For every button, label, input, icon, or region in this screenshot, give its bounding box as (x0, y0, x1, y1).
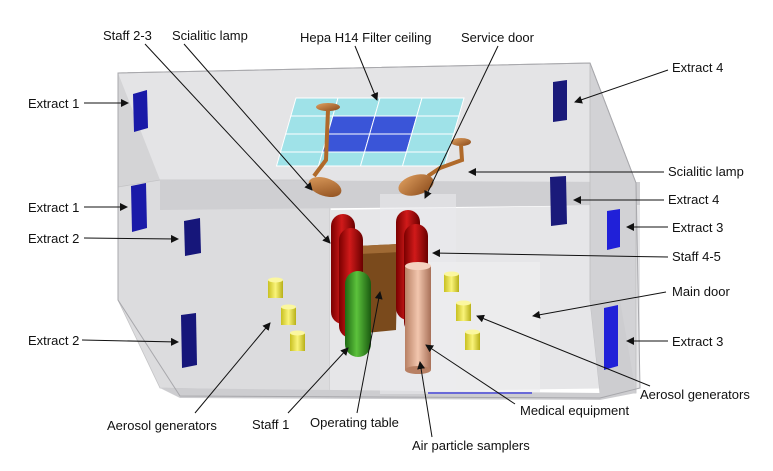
label-extract-3-mid: Extract 3 (672, 220, 724, 235)
arrow-service-door (424, 45, 499, 199)
arrow-staff-1 (287, 347, 349, 414)
extract-2-upper-vent (184, 218, 201, 256)
label-extract-1-top: Extract 1 (28, 96, 80, 111)
label-staff-2-3: Staff 2-3 (103, 28, 152, 43)
staff-1 (345, 271, 371, 357)
label-extract-4-top: Extract 4 (672, 60, 724, 75)
aerosol-generators-right (444, 271, 480, 350)
arrow-staff-4-5 (432, 249, 669, 258)
label-air-particle-samplers: Air particle samplers (412, 438, 530, 453)
extract-1-upper-vent (133, 90, 148, 132)
arrow-staff-2-3 (144, 43, 331, 244)
label-staff-1: Staff 1 (252, 417, 290, 432)
arrow-medical-equipment (425, 344, 516, 405)
arrow-extract-2-mid (83, 234, 179, 243)
label-staff-4-5: Staff 4-5 (672, 249, 721, 264)
annotation-arrows (81, 43, 669, 438)
arrow-operating-table (356, 291, 383, 414)
label-scialitic-lamp-right: Scialitic lamp (668, 164, 744, 179)
label-extract-2-mid: Extract 2 (28, 231, 80, 246)
extract-4-lower-vent (550, 176, 567, 226)
extract-3-lower-vent (604, 305, 618, 370)
extract-1-lower-vent (131, 183, 147, 232)
label-main-door: Main door (672, 284, 730, 299)
medical-equipment (405, 262, 431, 374)
label-extract-1-mid: Extract 1 (28, 200, 80, 215)
label-aerosol-generators-left: Aerosol generators (107, 418, 217, 433)
scialitic-lamp-left (308, 103, 342, 198)
arrow-hepa-ceiling (354, 45, 379, 101)
label-operating-table: Operating table (310, 415, 399, 430)
arrow-air-particle-samplers (417, 361, 433, 438)
arrow-extract-2-bot (81, 337, 179, 346)
arrow-extract-4-top (574, 69, 669, 104)
arrow-main-door (532, 291, 667, 319)
extract-vents (131, 80, 620, 370)
label-extract-2-bot: Extract 2 (28, 333, 80, 348)
aerosol-generators-left (268, 277, 305, 351)
label-extract-4-mid: Extract 4 (668, 192, 720, 207)
arrow-scialitic-lamp-top (183, 43, 313, 191)
label-service-door: Service door (461, 30, 534, 45)
label-extract-3-bot: Extract 3 (672, 334, 724, 349)
extract-3-upper-vent (607, 209, 620, 250)
extract-4-upper-vent (553, 80, 567, 122)
extract-2-lower-vent (181, 313, 197, 368)
hepa-filter-ceiling (275, 97, 465, 167)
label-hepa-ceiling: Hepa H14 Filter ceiling (300, 30, 432, 45)
label-aerosol-generators-right: Aerosol generators (640, 387, 750, 402)
arrow-aerosol-generators-right (476, 314, 651, 387)
label-scialitic-lamp-top: Scialitic lamp (172, 28, 248, 43)
arrow-aerosol-generators-left (194, 322, 271, 414)
label-medical-equipment: Medical equipment (520, 403, 630, 418)
main-door-panel (425, 262, 540, 392)
